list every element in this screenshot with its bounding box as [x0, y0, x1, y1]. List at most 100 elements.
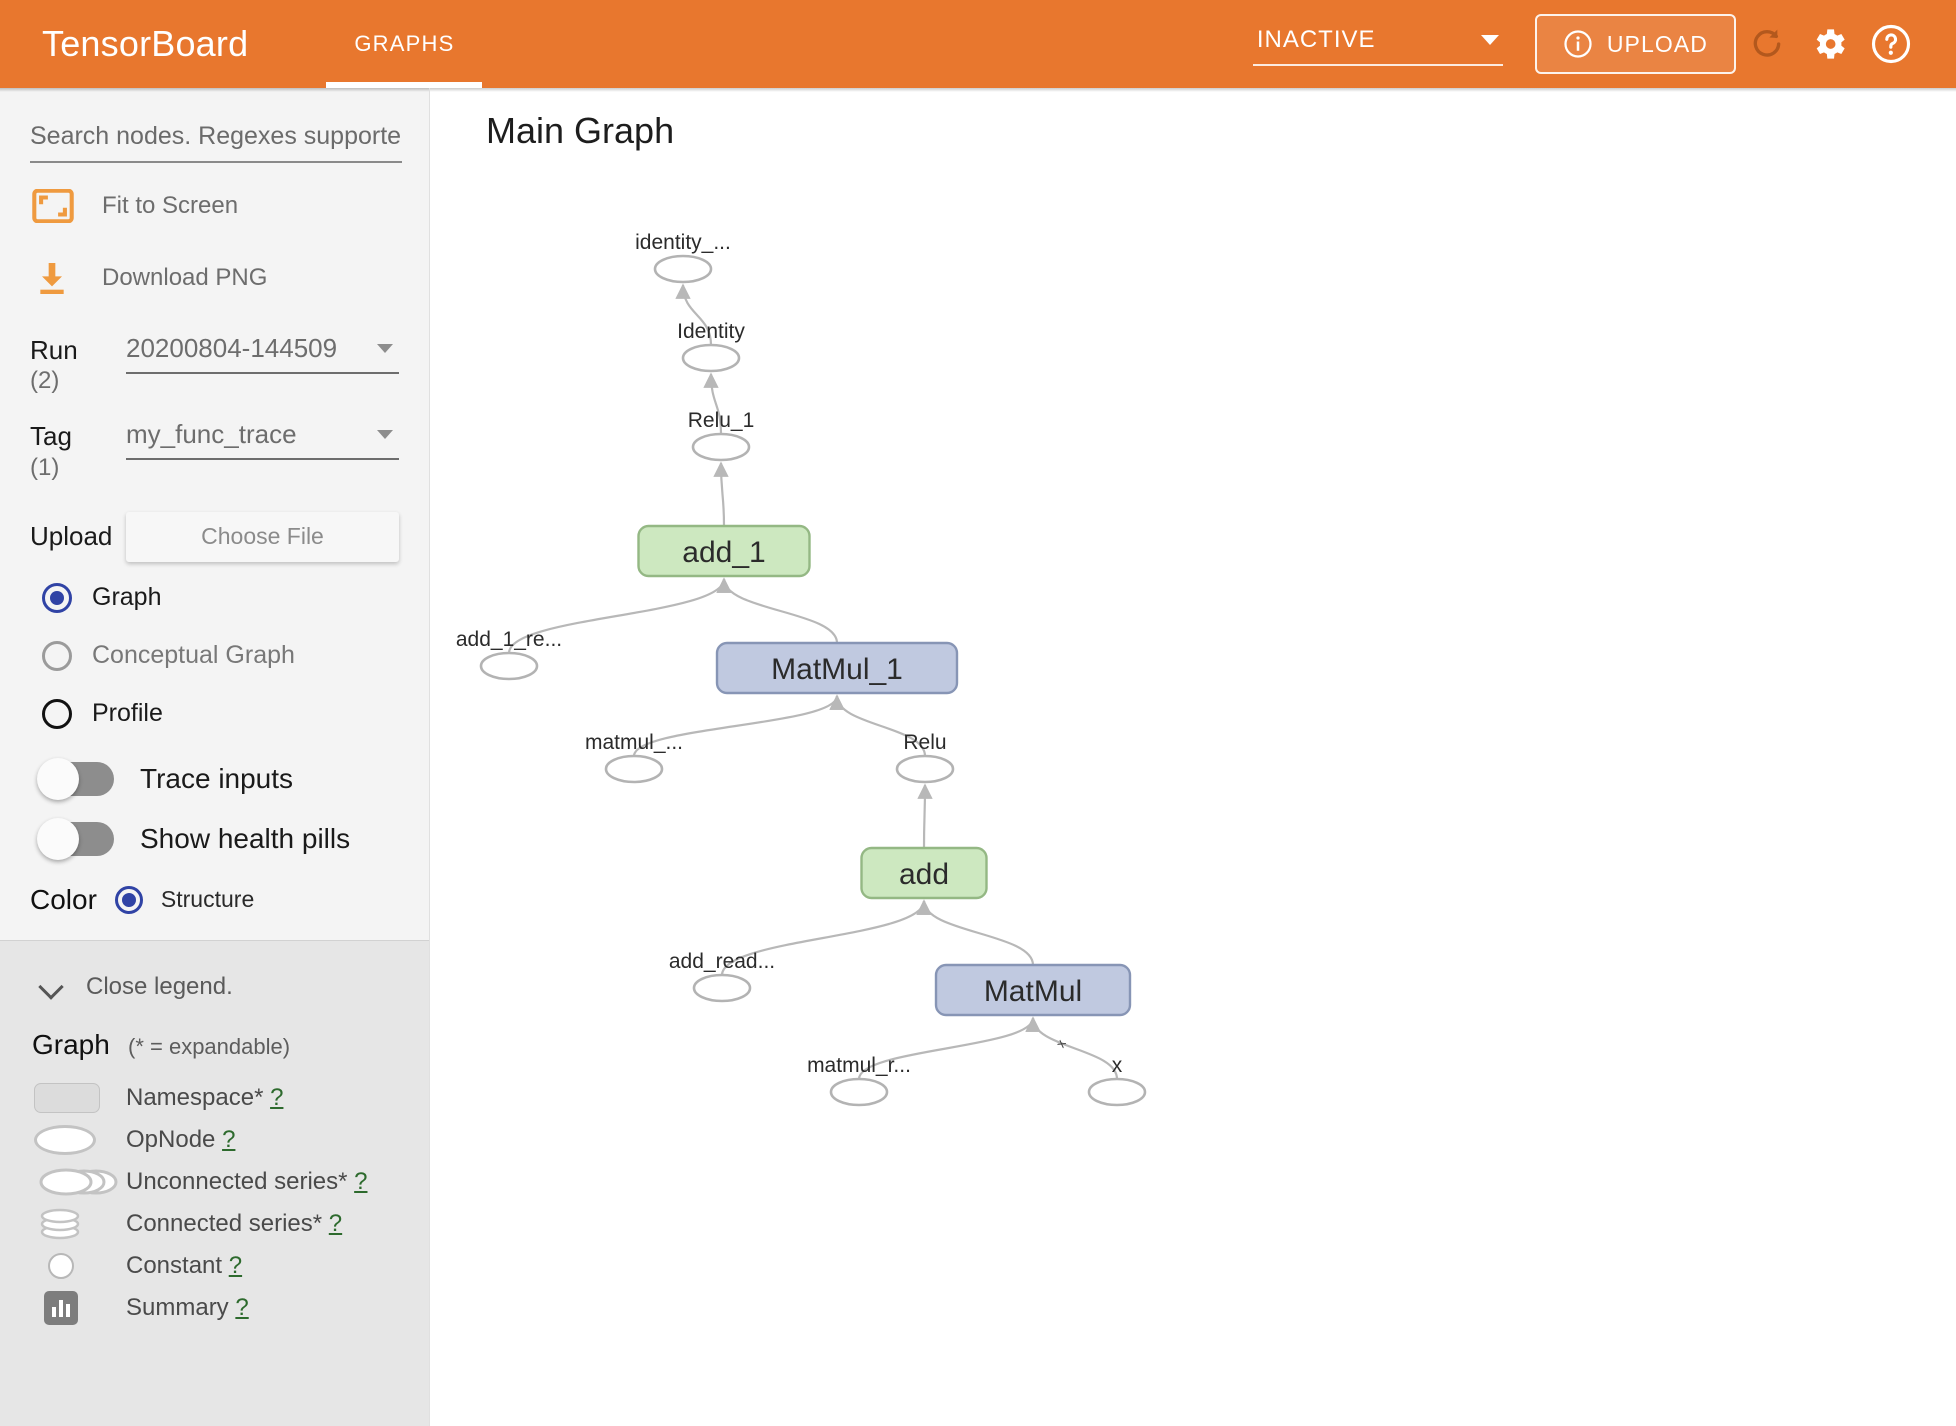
refresh-icon — [1753, 29, 1781, 57]
choose-file-button[interactable]: Choose File — [126, 511, 399, 562]
fit-screen-icon — [30, 189, 102, 223]
color-row: Color Structure — [30, 884, 399, 940]
tag-dropdown[interactable]: my_func_trace — [126, 417, 399, 461]
legend-header: Graph (* = expandable) — [30, 1029, 399, 1061]
graph-node-add_1_read[interactable]: add_1_re... — [456, 628, 562, 681]
run-status-label: INACTIVE — [1256, 26, 1376, 53]
download-icon — [30, 258, 102, 298]
graph-node-Identity[interactable]: Identity — [677, 320, 745, 373]
op-node-label: add_1_re... — [456, 628, 562, 651]
graph-node-identity_out[interactable]: identity_... — [635, 231, 731, 284]
upload-button[interactable]: UPLOAD — [1534, 14, 1736, 74]
namespace-node-shape — [715, 641, 959, 695]
help-link[interactable]: ? — [222, 1125, 236, 1153]
graph-edge — [703, 372, 723, 435]
sidebar: Fit to Screen Download PNG Run (2) 2020 — [0, 88, 430, 1426]
sidebar-controls: Fit to Screen Download PNG Run (2) 2020 — [0, 88, 429, 940]
legend-item-summary: Summary ? — [30, 1287, 399, 1329]
graph-node-add_read[interactable]: add_read... — [669, 950, 775, 1003]
run-dropdown[interactable]: 20200804-144509 — [126, 331, 399, 374]
graph-node-matmul_read[interactable]: matmul_... — [585, 731, 683, 784]
color-label: Color — [30, 883, 97, 915]
radio-graph[interactable]: Graph — [30, 576, 399, 620]
op-node-shape — [1087, 1077, 1147, 1107]
upload-label: Upload — [30, 521, 113, 552]
namespace-node-label: add_1 — [682, 536, 765, 569]
download-png-button[interactable]: Download PNG — [30, 249, 399, 307]
graph-edge — [916, 899, 1035, 966]
edge-label: x — [1053, 1036, 1069, 1050]
fit-to-screen-button[interactable]: Fit to Screen — [30, 177, 399, 235]
toggle-trace-inputs[interactable]: Trace inputs — [30, 757, 399, 800]
namespace-node-shape — [934, 963, 1132, 1017]
tag-field: Tag (1) my_func_trace — [30, 417, 399, 481]
run-value: 20200804-144509 — [126, 333, 338, 363]
toggle-knob — [37, 757, 79, 800]
radio-conceptual-graph-label: Conceptual Graph — [92, 641, 295, 670]
namespace-node-label: add — [899, 858, 949, 891]
graph-node-add_1[interactable]: add_1 — [637, 524, 811, 578]
run-label: Run — [30, 335, 78, 365]
graph-node-matmul_r[interactable]: matmul_r... — [807, 1054, 911, 1107]
radio-conceptual-graph-indicator — [42, 640, 72, 671]
radio-graph-label: Graph — [92, 583, 162, 612]
legend-item-label: Summary ? — [126, 1293, 249, 1321]
settings-button[interactable] — [1798, 13, 1860, 75]
help-link[interactable]: ? — [228, 1251, 243, 1279]
tag-label-wrap: Tag (1) — [30, 417, 126, 481]
op-node-label: matmul_... — [585, 731, 683, 754]
toggle-show-health-pills[interactable]: Show health pills — [30, 817, 399, 860]
graph-node-MatMul[interactable]: MatMul — [934, 963, 1132, 1017]
color-structure-label: Structure — [160, 886, 255, 913]
legend-item-unconnected-series: Unconnected series* ? — [30, 1161, 399, 1203]
radio-structure-indicator[interactable] — [114, 885, 143, 914]
help-link[interactable]: ? — [270, 1083, 284, 1111]
tab-graphs[interactable]: GRAPHS — [326, 0, 483, 88]
op-node-shape — [653, 254, 713, 284]
toggle-trace-inputs-switch[interactable] — [37, 757, 114, 800]
tag-count: (1) — [30, 453, 60, 481]
graph-node-x[interactable]: x — [1087, 1054, 1147, 1107]
graph-node-Relu[interactable]: Relu — [895, 731, 955, 784]
page-title: Main Graph — [486, 110, 675, 151]
search-input[interactable] — [30, 118, 402, 163]
graph-edge — [917, 783, 933, 849]
chevron-down-icon — [1480, 35, 1499, 45]
toggle-show-health-pills-switch[interactable] — [37, 817, 114, 860]
legend-item-label: Namespace* ? — [126, 1083, 284, 1111]
radio-profile[interactable]: Profile — [30, 692, 399, 736]
help-button[interactable] — [1860, 13, 1922, 75]
run-label-wrap: Run (2) — [30, 331, 126, 393]
nav-tabs: GRAPHS — [326, 0, 483, 88]
legend-item-opnode: OpNode ? — [30, 1119, 399, 1161]
help-link[interactable]: ? — [235, 1293, 249, 1321]
toggle-knob — [37, 817, 79, 860]
close-legend-button[interactable]: Close legend. — [30, 973, 399, 1001]
run-status-dropdown[interactable]: INACTIVE — [1252, 22, 1503, 66]
help-link[interactable]: ? — [354, 1167, 368, 1195]
op-node-label: Identity — [677, 320, 745, 343]
legend-item-label: Unconnected series* ? — [126, 1167, 368, 1195]
help-link[interactable]: ? — [328, 1209, 343, 1237]
close-legend-label: Close legend. — [86, 972, 233, 1000]
unconnected-series-swatch-icon — [30, 1165, 126, 1199]
toggle-trace-inputs-label: Trace inputs — [140, 762, 294, 794]
namespace-node-label: MatMul — [984, 975, 1082, 1008]
legend-item-namespace: Namespace* ? — [30, 1077, 399, 1119]
op-node-label: Relu — [903, 731, 946, 754]
refresh-button[interactable] — [1736, 13, 1798, 75]
graph-node-add[interactable]: add — [860, 846, 988, 900]
op-node-shape — [692, 973, 752, 1003]
legend-panel: Close legend. Graph (* = expandable) Nam… — [0, 939, 429, 1426]
opnode-swatch-icon — [30, 1124, 126, 1155]
graph-edge — [1025, 1016, 1119, 1080]
app-brand: TensorBoard — [42, 23, 249, 64]
op-node-shape — [895, 754, 955, 784]
run-field: Run (2) 20200804-144509 — [30, 331, 399, 393]
upload-button-label: UPLOAD — [1606, 30, 1708, 57]
graph-edge — [632, 694, 845, 757]
graph-node-MatMul_1[interactable]: MatMul_1 — [715, 641, 959, 695]
graph-node-Relu_1[interactable]: Relu_1 — [688, 409, 755, 462]
